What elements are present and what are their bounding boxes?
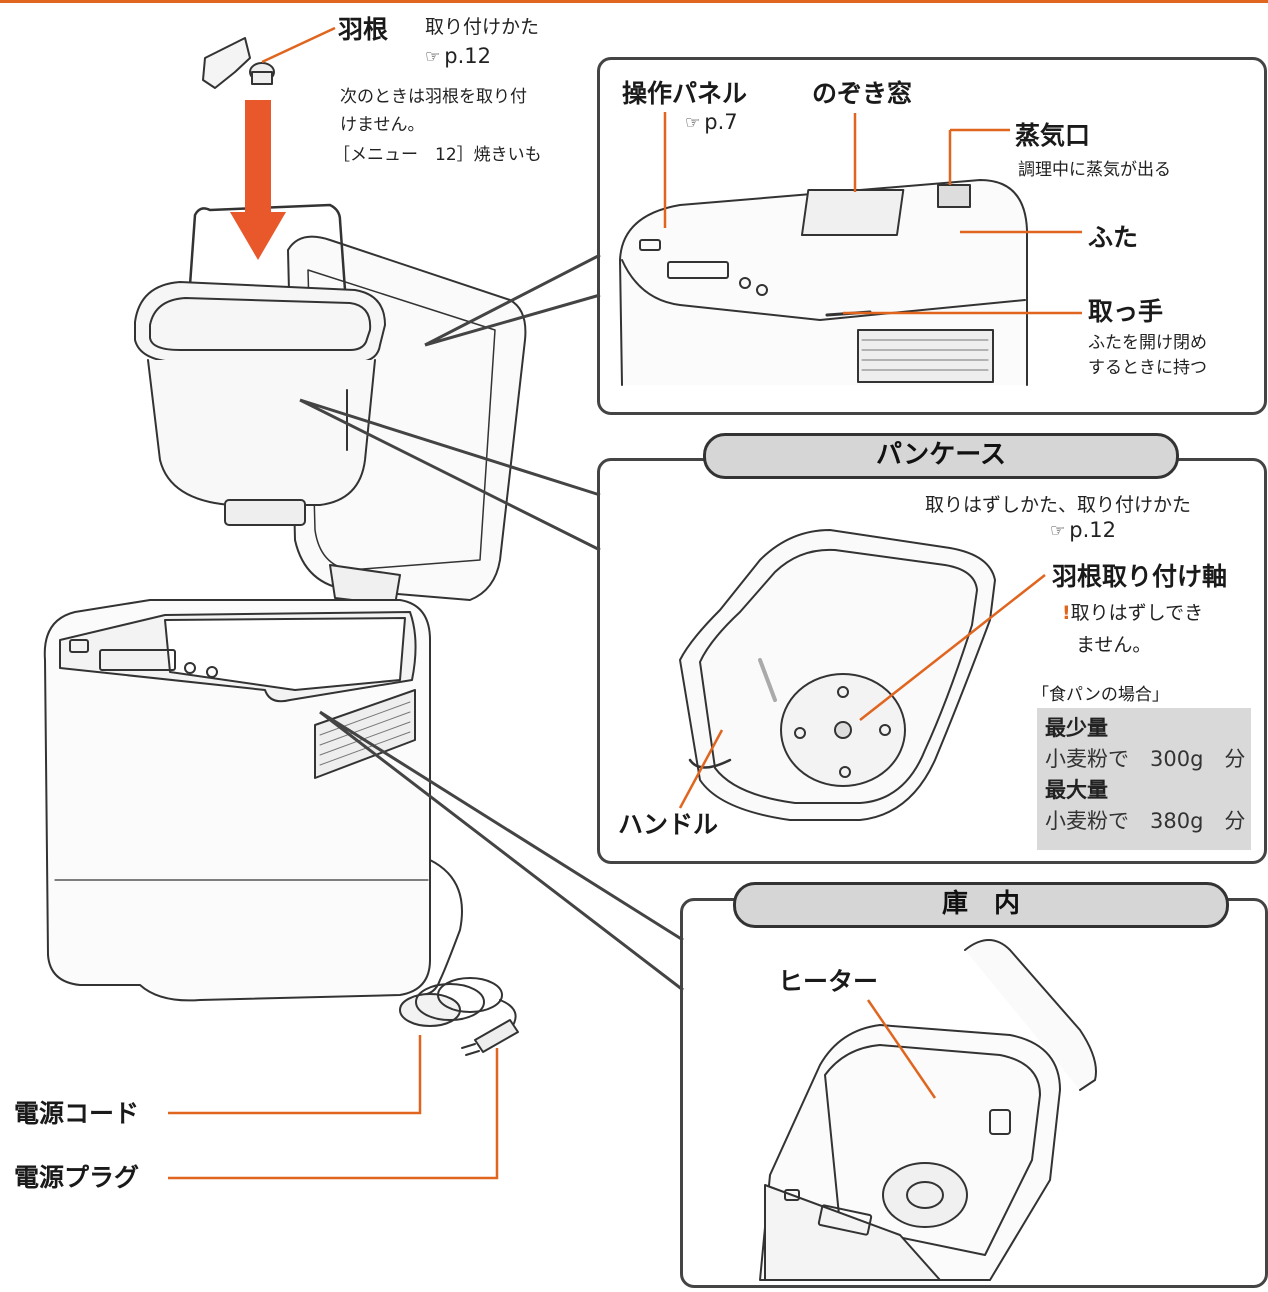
control-panel-label: 操作パネル bbox=[622, 79, 748, 108]
max-value: 小麦粉で 380g 分 bbox=[1045, 809, 1246, 833]
blade-ref: ☞p.12 bbox=[425, 44, 491, 68]
blade-attach-how: 取り付けかた bbox=[425, 16, 540, 38]
control-panel-ref: ☞p.7 bbox=[685, 110, 738, 134]
exclamation-icon: ! bbox=[1062, 602, 1071, 624]
window-label: のぞき窓 bbox=[812, 79, 913, 108]
shaft-warning-1: 取りはずしでき bbox=[1070, 602, 1204, 624]
max-label: 最大量 bbox=[1045, 778, 1108, 802]
capacity-note: 最少量 小麦粉で 300g 分 最大量 小麦粉で 380g 分 bbox=[1037, 708, 1251, 850]
case-label: 「食パンの場合」 bbox=[1032, 685, 1169, 705]
pan-ref: ☞p.12 bbox=[1050, 518, 1116, 542]
min-value: 小麦粉で 300g 分 bbox=[1045, 747, 1246, 771]
min-label: 最少量 bbox=[1045, 716, 1108, 740]
steam-vent-label: 蒸気口 bbox=[1015, 121, 1091, 150]
handle-grip-note-1: ふたを開け閉め bbox=[1088, 333, 1207, 353]
pan-remove-attach: 取りはずしかた、取り付けかた bbox=[925, 494, 1192, 516]
interior-title: 庫 内 bbox=[733, 882, 1229, 928]
blade-ref-page: p.12 bbox=[444, 44, 491, 68]
control-panel-ref-page: p.7 bbox=[704, 110, 738, 134]
blade-note-1: 次のときは羽根を取り付 bbox=[340, 87, 527, 107]
pointing-hand-icon: ☞ bbox=[1050, 521, 1066, 541]
pan-ref-page: p.12 bbox=[1069, 518, 1116, 542]
heater-label: ヒーター bbox=[778, 967, 879, 996]
shaft-label: 羽根取り付け軸 bbox=[1052, 562, 1228, 591]
power-plug-label: 電源プラグ bbox=[14, 1163, 140, 1192]
lid-label: ふた bbox=[1088, 223, 1139, 252]
insert-arrow bbox=[230, 100, 286, 260]
pointing-hand-icon: ☞ bbox=[425, 47, 441, 67]
steam-vent-note: 調理中に蒸気が出る bbox=[1018, 160, 1171, 180]
blade-note-2: けません。 bbox=[340, 115, 425, 135]
blade-note-3: ［メニュー 12］焼きいも bbox=[333, 145, 542, 165]
handle-grip-note-2: するときに持つ bbox=[1088, 358, 1207, 378]
pointing-hand-icon: ☞ bbox=[685, 113, 701, 133]
top-rule bbox=[0, 0, 1268, 3]
shaft-warning: !取りはずしでき bbox=[1062, 598, 1203, 625]
pan-case-title: パンケース bbox=[703, 433, 1179, 479]
blade-label: 羽根 bbox=[338, 15, 389, 44]
power-cord-label: 電源コード bbox=[14, 1099, 140, 1128]
pan-handle-label: ハンドル bbox=[618, 810, 719, 839]
handle-grip-label: 取っ手 bbox=[1088, 297, 1164, 326]
shaft-warning-2: ません。 bbox=[1076, 634, 1152, 656]
